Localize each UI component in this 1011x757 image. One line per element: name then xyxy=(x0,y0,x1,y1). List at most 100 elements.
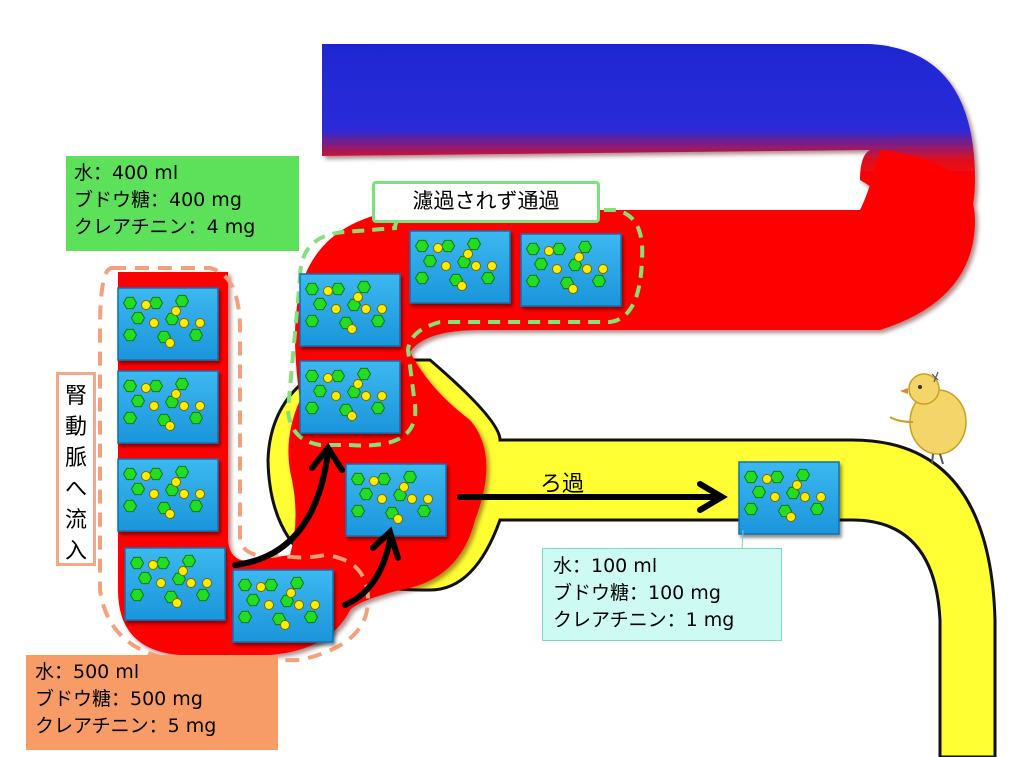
inflow-char-5: 流 xyxy=(64,508,87,533)
glucose-marker xyxy=(137,571,153,585)
filtrate-content-label: 水：100 ml ブドウ糖：100 mg クレアチニン：1 mg xyxy=(542,548,782,641)
glucose-marker xyxy=(188,411,204,425)
creatinine-marker xyxy=(800,492,810,502)
solute-packet xyxy=(232,569,334,643)
glucose-marker xyxy=(376,472,392,486)
glucose-marker xyxy=(525,274,541,288)
glucose-marker xyxy=(795,468,811,482)
creatinine-marker xyxy=(361,304,371,314)
creatinine-marker xyxy=(816,492,826,502)
glucose-marker xyxy=(245,593,261,607)
glucose-marker xyxy=(148,296,164,310)
creatinine-marker xyxy=(178,566,188,576)
glucose-marker xyxy=(237,578,253,592)
glucose-marker xyxy=(122,296,138,310)
glucose-marker xyxy=(356,367,372,381)
glucose-marker xyxy=(350,504,366,518)
creatinine-marker xyxy=(179,489,189,499)
filtrate-callout-line xyxy=(741,529,744,550)
solute-packet xyxy=(117,370,219,444)
glucose-marker xyxy=(129,588,145,602)
artery-glucose: ブドウ糖：400 mg xyxy=(74,189,242,211)
inflow-vertical-label: 腎 動 脈 へ 流 入 xyxy=(56,372,96,566)
creatinine-marker xyxy=(156,578,166,588)
glucose-marker xyxy=(350,472,366,486)
glucose-marker xyxy=(130,482,146,496)
creatinine-marker xyxy=(141,300,151,310)
solute-packet xyxy=(299,360,401,434)
inflow-char-2: 動 xyxy=(64,415,87,440)
flow-arrows xyxy=(232,442,728,608)
creatinine-marker xyxy=(347,324,357,334)
creatinine-marker xyxy=(407,494,417,504)
creatinine-marker xyxy=(423,494,433,504)
solute-packet xyxy=(299,273,401,347)
glucose-marker xyxy=(130,311,146,325)
glucose-marker xyxy=(358,487,374,501)
filtration-label: ろ過 xyxy=(540,472,585,497)
glucose-marker xyxy=(370,314,386,328)
creatinine-marker xyxy=(310,600,320,610)
creatinine-marker xyxy=(353,292,363,302)
creatinine-marker xyxy=(186,578,196,588)
creatinine-marker xyxy=(361,391,371,401)
creatinine-marker xyxy=(786,512,796,522)
glucose-marker xyxy=(181,554,197,568)
glucose-marker xyxy=(304,369,320,383)
creatinine-marker xyxy=(331,304,341,314)
inflow-char-1: 腎 xyxy=(64,384,87,409)
inflow-dashed-outline xyxy=(98,265,371,665)
chick-icon xyxy=(889,371,967,465)
solute-packets xyxy=(117,230,840,643)
glucose-marker xyxy=(303,610,319,624)
creatinine-marker xyxy=(264,600,274,610)
creatinine-marker xyxy=(552,264,562,274)
creatinine-marker xyxy=(574,252,584,262)
creatinine-marker xyxy=(331,391,341,401)
glucose-marker xyxy=(422,254,438,268)
arrow-tip-filtration xyxy=(697,481,728,513)
solute-packet xyxy=(520,233,622,307)
creatinine-marker xyxy=(393,514,403,524)
inflow-content-label: 水：500 ml ブドウ糖：500 mg クレアチニン：5 mg xyxy=(26,655,278,750)
glucose-marker xyxy=(577,240,593,254)
creatinine-marker xyxy=(598,264,608,274)
glucose-marker xyxy=(769,470,785,484)
glucose-marker xyxy=(188,328,204,342)
creatinine-marker xyxy=(471,261,481,271)
creatinine-marker xyxy=(148,560,158,570)
glucose-marker xyxy=(122,411,138,425)
glucose-marker xyxy=(130,394,146,408)
glucose-marker xyxy=(440,239,456,253)
creatinine-marker xyxy=(280,620,290,630)
creatinine-marker xyxy=(141,383,151,393)
solute-packet xyxy=(409,230,511,304)
creatinine-marker xyxy=(195,318,205,328)
creatinine-marker xyxy=(377,304,387,314)
glucose-marker xyxy=(416,504,432,518)
glucose-marker xyxy=(312,297,328,311)
creatinine-marker xyxy=(762,474,772,484)
inflow-water: 水：500 ml xyxy=(35,661,140,683)
creatinine-marker xyxy=(165,509,175,519)
creatinine-marker xyxy=(179,401,189,411)
glucose-marker xyxy=(466,237,482,251)
filtrate-water: 水：100 ml xyxy=(553,555,658,577)
glucose-marker xyxy=(304,401,320,415)
glucose-marker xyxy=(122,379,138,393)
glucose-marker xyxy=(356,280,372,294)
solute-packet xyxy=(738,461,840,535)
arrow-to-glomerulus xyxy=(342,537,393,608)
arrow-tip-glomerulus xyxy=(370,526,401,561)
creatinine-marker xyxy=(171,389,181,399)
creatinine-marker xyxy=(294,600,304,610)
artery-water: 水：400 ml xyxy=(74,162,179,184)
artery-content-label: 水：400 ml ブドウ糖：400 mg クレアチニン：4 mg xyxy=(66,156,299,251)
glucose-marker xyxy=(743,470,759,484)
creatinine-marker xyxy=(149,489,159,499)
creatinine-marker xyxy=(582,264,592,274)
glucose-marker xyxy=(155,556,171,570)
inflow-creatinine: クレアチニン：5 mg xyxy=(35,715,217,737)
inflow-glucose: ブドウ糖：500 mg xyxy=(35,688,203,710)
